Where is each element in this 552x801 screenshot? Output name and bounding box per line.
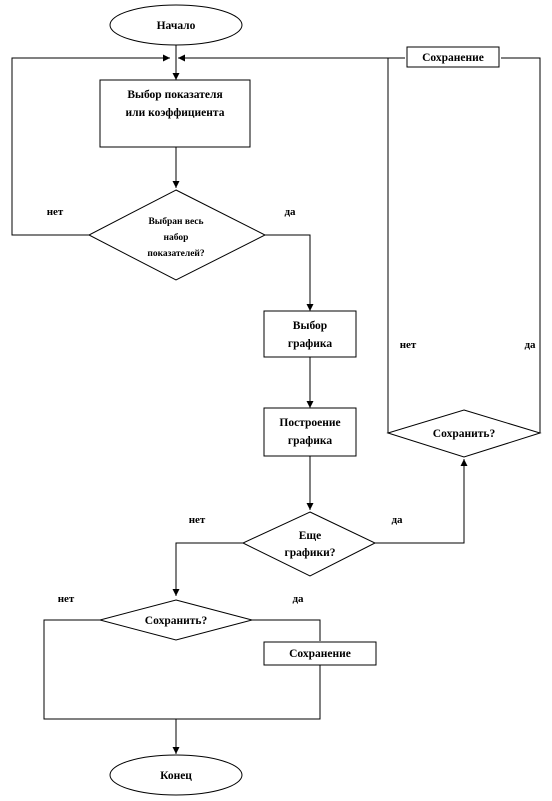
- edge-label-yes-1: да: [284, 206, 296, 218]
- edge-label-no-3: нет: [189, 514, 206, 526]
- build-chart-line1: Построение: [279, 417, 340, 429]
- edge-label-yes-4: да: [292, 593, 304, 605]
- save-bottom-node: Сохранение: [263, 641, 377, 666]
- select-indicator-node: Выбор показателя или коэффициента: [99, 79, 251, 148]
- edge-yes-to-select-chart: [265, 234, 314, 311]
- all-selected-line1: Выбран весь: [148, 216, 203, 227]
- end-label: Конец: [160, 770, 192, 782]
- edge-label-no-1: нет: [47, 206, 64, 218]
- save-question-bottom-decision: Сохранить?: [98, 599, 254, 641]
- edge-more-yes-to-save-q: [375, 459, 468, 544]
- start-label: Начало: [157, 20, 196, 32]
- build-chart-line2: графика: [288, 435, 332, 447]
- edge-label-yes-3: да: [391, 514, 403, 526]
- start-node: Начало: [109, 4, 243, 46]
- edge-label-no-2: нет: [400, 339, 417, 351]
- edge-label-yes-2: да: [524, 339, 536, 351]
- edge-label-no-4: нет: [58, 593, 75, 605]
- select-chart-line2: графика: [288, 338, 332, 350]
- edge-save-q-yes-up: [501, 57, 541, 433]
- edge-more-no-to-save-q2: [172, 542, 243, 596]
- more-charts-line2: графики?: [285, 547, 336, 559]
- save-top-label: Сохранение: [422, 52, 484, 64]
- save-question-bottom-label: Сохранить?: [145, 615, 208, 627]
- edge-save-q2-yes: [252, 619, 321, 641]
- more-charts-decision: Еще графики?: [241, 511, 377, 577]
- save-bottom-label: Сохранение: [289, 648, 351, 660]
- all-selected-line2: набор: [164, 232, 189, 243]
- save-top-node: Сохранение: [406, 46, 500, 68]
- edge-no-loop-left: [11, 54, 170, 236]
- all-selected-line3: показателей?: [147, 248, 205, 259]
- select-indicator-line1: Выбор показателя: [127, 89, 222, 101]
- end-node: Конец: [109, 754, 243, 796]
- save-question-top-decision: Сохранить?: [386, 409, 542, 458]
- edge-save2-down: [176, 665, 321, 720]
- edge-save-q2-no: [43, 619, 176, 720]
- select-chart-node: Выбор графика: [263, 310, 357, 358]
- select-chart-line1: Выбор: [293, 320, 327, 332]
- more-charts-line1: Еще: [299, 530, 321, 542]
- build-chart-node: Построение графика: [263, 407, 357, 457]
- save-question-top-label: Сохранить?: [433, 428, 496, 440]
- all-selected-decision: Выбран весь набор показателей?: [87, 189, 267, 281]
- select-indicator-line2: или коэффициента: [126, 107, 225, 119]
